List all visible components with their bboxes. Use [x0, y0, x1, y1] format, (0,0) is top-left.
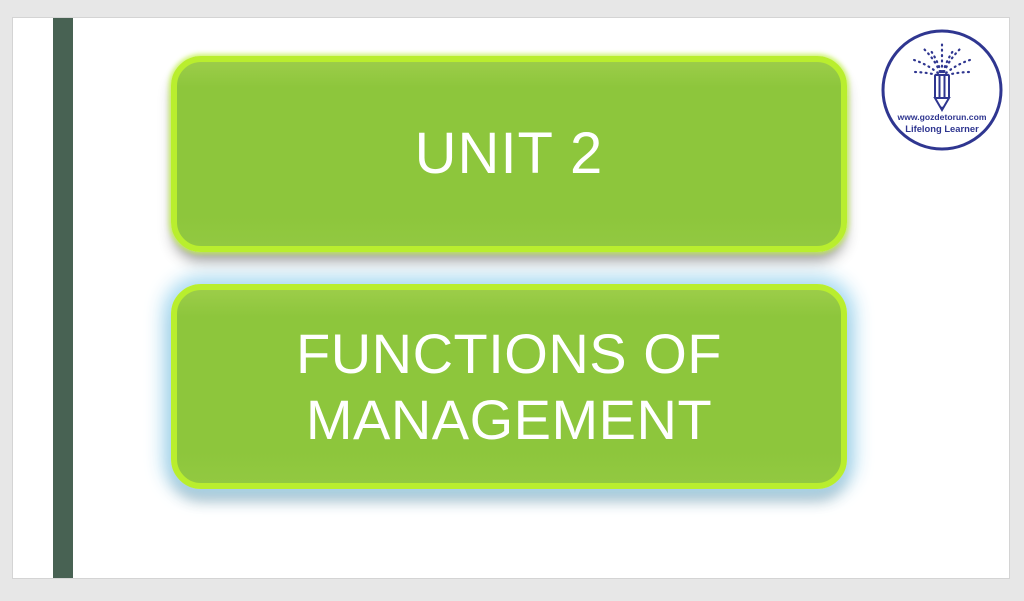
logo-tagline-text: Lifelong Learner — [905, 123, 979, 134]
pencil-tree-icon: www.gozdetorun.com Lifelong Learner — [881, 29, 1003, 151]
unit-title-box: UNIT 2 — [171, 56, 847, 252]
unit-title-text: UNIT 2 — [414, 121, 604, 187]
functions-subtitle-text: FUNCTIONS OF MANAGEMENT — [296, 321, 722, 452]
logo-url-text: www.gozdetorun.com — [897, 112, 987, 122]
left-accent-bar — [53, 18, 73, 578]
slide: UNIT 2 FUNCTIONS OF MANAGEMENT — [12, 17, 1010, 579]
site-logo: www.gozdetorun.com Lifelong Learner — [880, 28, 1004, 152]
subtitle-line-1: FUNCTIONS OF — [296, 321, 722, 385]
subtitle-line-2: MANAGEMENT — [305, 387, 713, 451]
functions-subtitle-box: FUNCTIONS OF MANAGEMENT — [171, 284, 847, 489]
